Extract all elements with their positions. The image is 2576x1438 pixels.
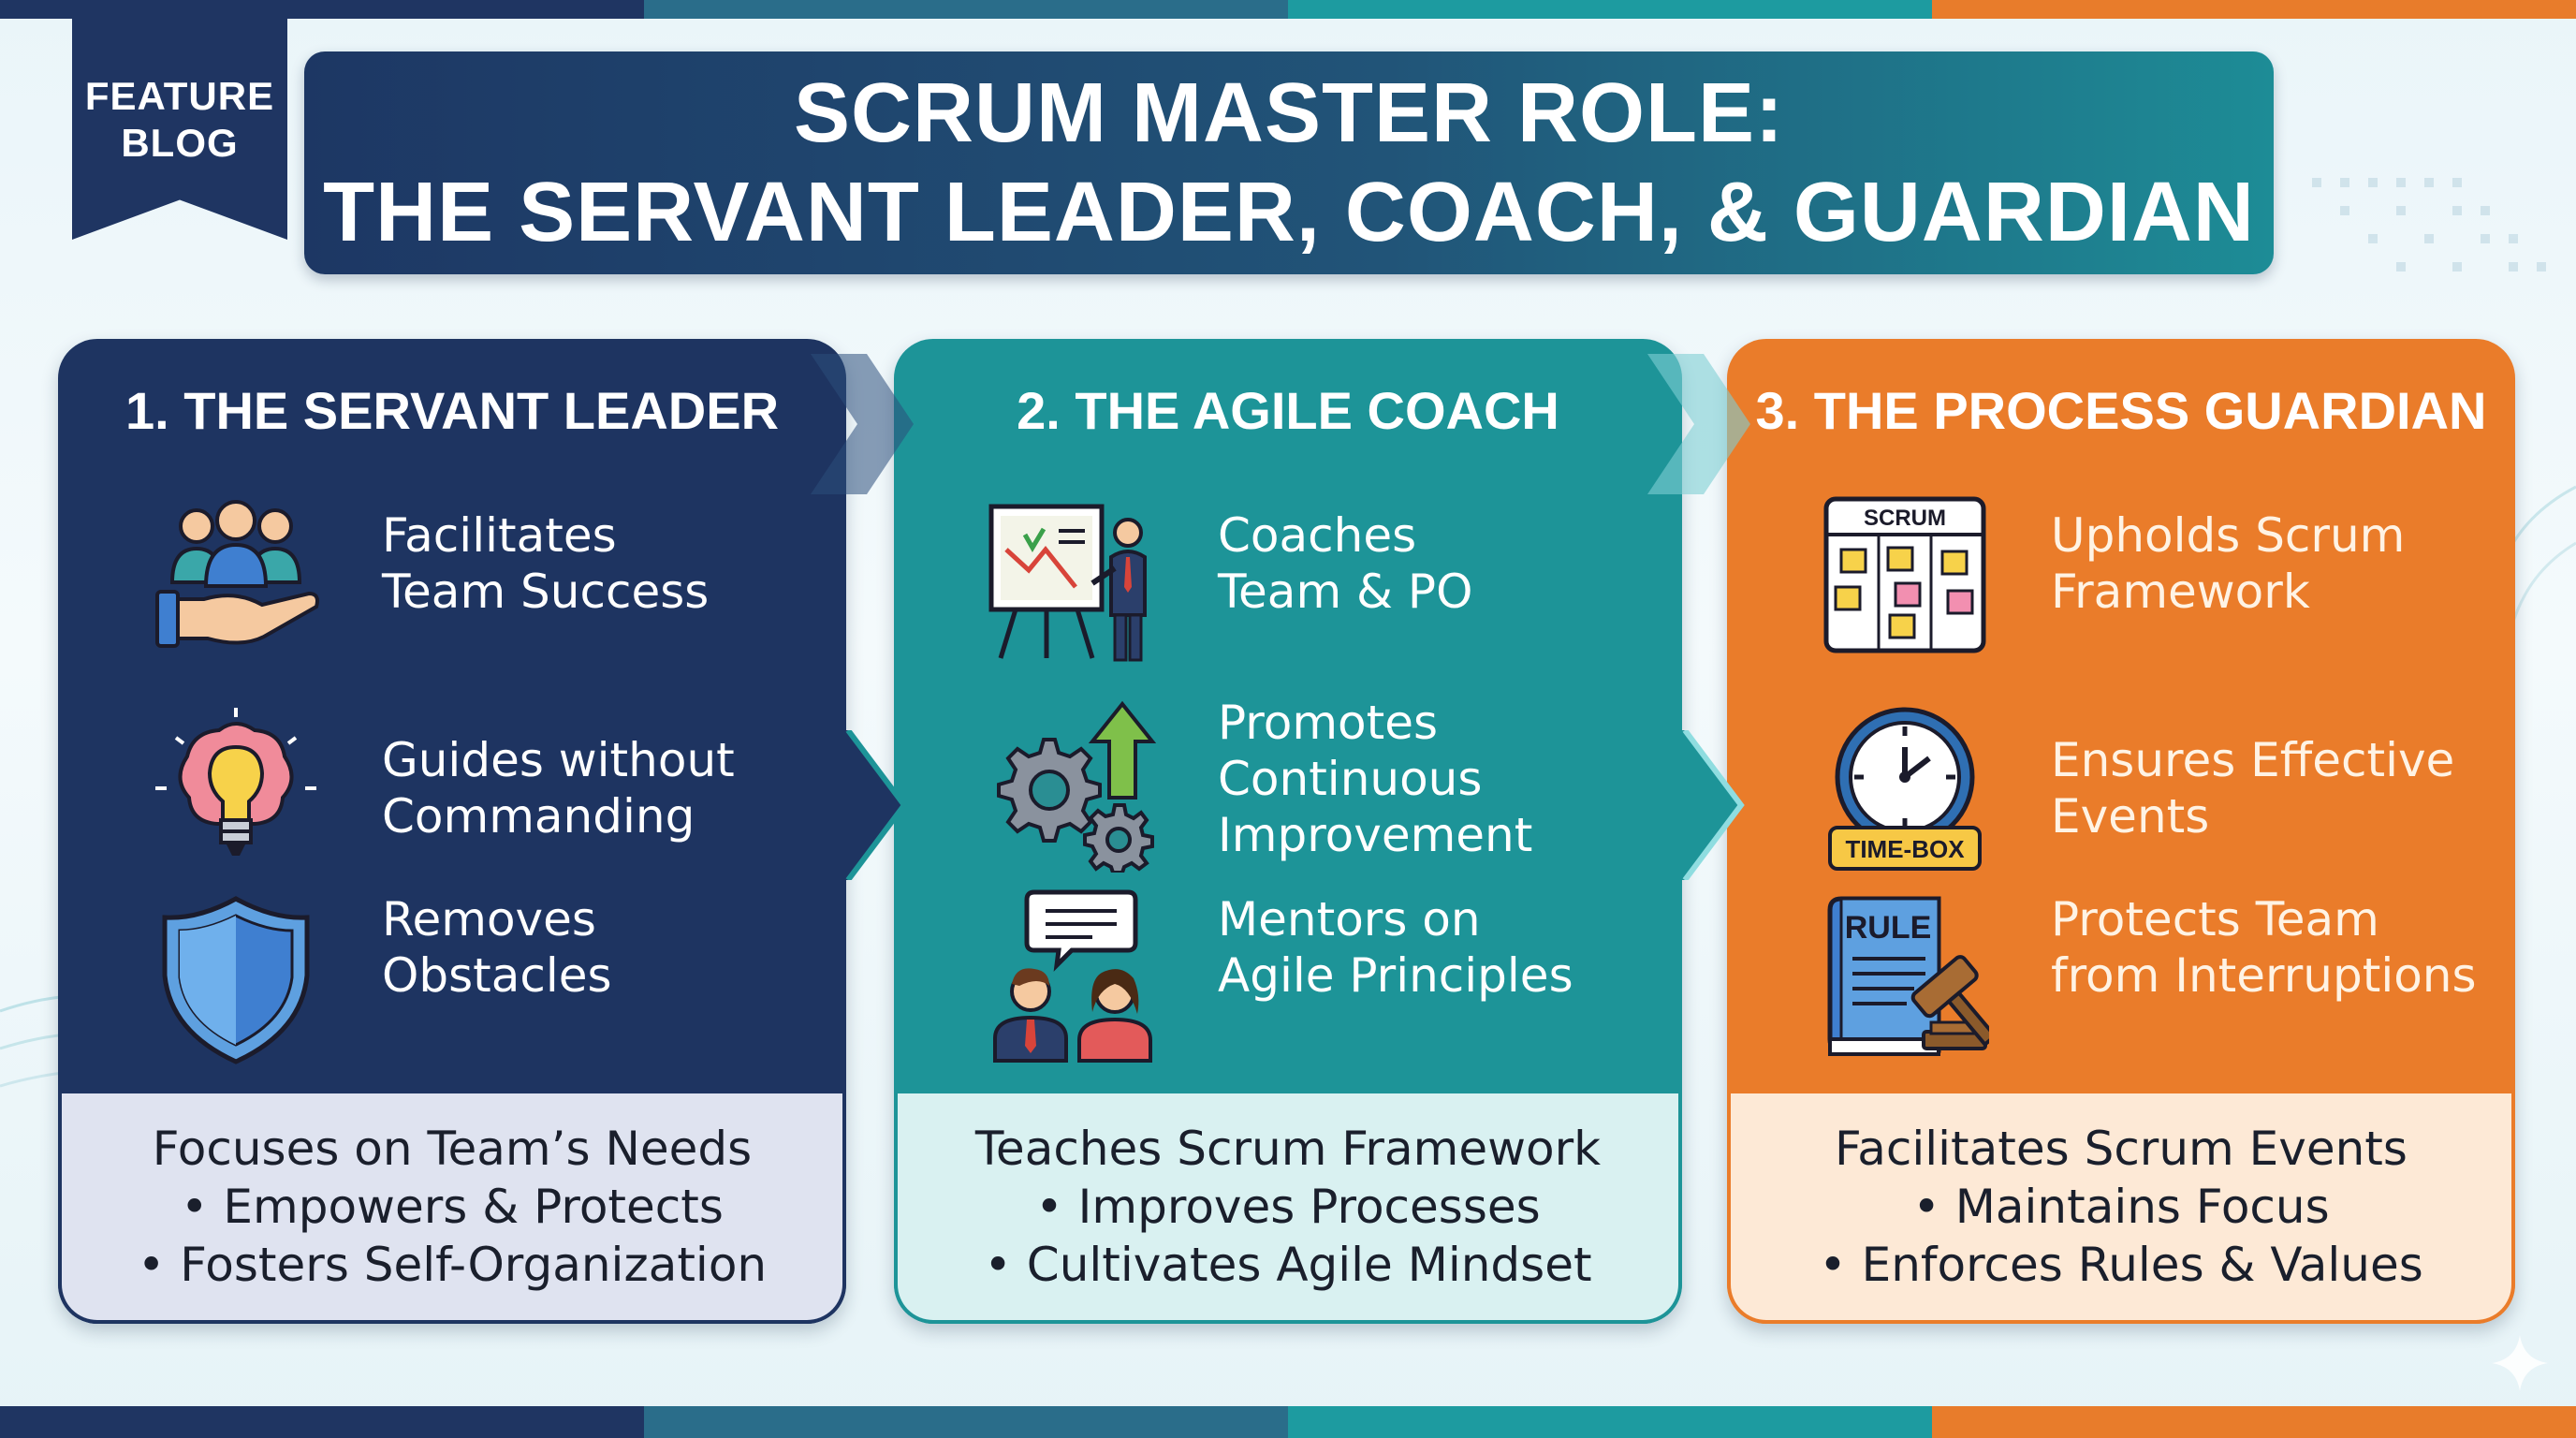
presenter-board-icon	[988, 504, 1147, 662]
summary-line: Facilitates Scrum Events	[1835, 1122, 2408, 1176]
summary-line: • Improves Processes	[1035, 1180, 1541, 1234]
page-title-line-2: THE SERVANT LEADER, COACH, & GUARDIAN	[323, 166, 2255, 259]
panel-summary: Focuses on Team’s Needs • Empowers & Pro…	[58, 1093, 846, 1324]
shield-icon	[162, 896, 310, 1064]
summary-line: Focuses on Team’s Needs	[152, 1122, 753, 1176]
scrum-board-icon: SCRUM	[1823, 496, 1986, 653]
team-hand-icon	[155, 500, 319, 648]
summary-line: • Enforces Rules & Values	[1819, 1238, 2423, 1292]
chevron-right-icon	[811, 354, 914, 494]
sparkle-icon	[2492, 1335, 2548, 1391]
summary-line: • Empowers & Protects	[181, 1180, 724, 1234]
feature-blog-ribbon: FEATURE BLOG	[72, 19, 287, 240]
panel-title: 3. THE PROCESS GUARDIAN	[1755, 381, 2487, 440]
panel-title: 1. THE SERVANT LEADER	[124, 381, 780, 440]
ribbon-line-2: BLOG	[121, 121, 239, 165]
bottom-color-bar	[0, 1406, 2576, 1438]
chevron-right-icon	[1647, 730, 1745, 880]
top-color-bar	[0, 0, 2576, 19]
title-banner: SCRUM MASTER ROLE: THE SERVANT LEADER, C…	[304, 51, 2274, 274]
chevron-right-icon	[811, 730, 908, 880]
page-title-line-1: SCRUM MASTER ROLE:	[794, 66, 1784, 160]
svg-text:SCRUM: SCRUM	[1864, 506, 1946, 531]
ribbon-line-1: FEATURE	[84, 74, 275, 118]
svg-text:TIME-BOX: TIME-BOX	[1845, 835, 1965, 863]
brain-bulb-icon	[155, 708, 316, 856]
panel-summary: Teaches Scrum Framework • Improves Proce…	[894, 1093, 1682, 1324]
summary-line: • Fosters Self-Organization	[137, 1238, 768, 1292]
rule-book-gavel-icon: RULE	[1827, 896, 1989, 1056]
process-guardian-panel: 3. THE PROCESS GUARDIAN SCRUM Upholds Sc…	[1727, 339, 2515, 1324]
panel-summary: Facilitates Scrum Events • Maintains Foc…	[1727, 1093, 2515, 1324]
summary-line: • Cultivates Agile Mindset	[984, 1238, 1592, 1292]
panel-title: 2. THE AGILE COACH	[1017, 381, 1559, 440]
chevron-right-icon	[1647, 354, 1750, 494]
gears-arrow-icon	[997, 700, 1156, 873]
svg-text:RULE: RULE	[1845, 910, 1932, 946]
summary-line: Teaches Scrum Framework	[974, 1122, 1602, 1176]
timebox-clock-icon: TIME-BOX	[1828, 707, 1982, 871]
summary-line: • Maintains Focus	[1912, 1180, 2330, 1234]
mentoring-people-icon	[993, 889, 1152, 1063]
